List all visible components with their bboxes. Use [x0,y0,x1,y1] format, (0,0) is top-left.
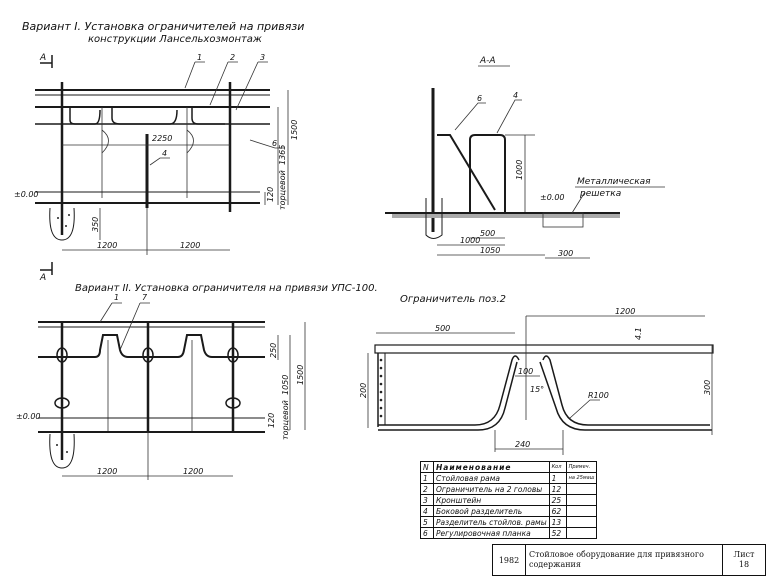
lim-dim-300: 300 [703,380,712,395]
grate-label-1: Металлическая [577,177,651,187]
row-qty: 25 [548,494,567,506]
row-n: 4 [420,505,434,517]
dim-end-label: торцевой [278,170,287,210]
lim-angle: 15° [530,385,544,394]
aa-level: ±0.00 [540,193,565,202]
row-qty: 52 [548,527,567,539]
title-block-title: Стойловое оборудование для привязного со… [526,545,723,575]
row-name: Разделитель стойлов. рамы [433,516,550,528]
dim-foundation: 350 [91,217,100,232]
sheet-label: Лист [733,550,755,559]
header-qty: Кол [548,461,567,473]
row-note [565,516,598,528]
dim-aa-height: 1000 [515,160,524,180]
dim-span-right: 1200 [180,241,200,250]
row-name: Ограничитель на 2 головы [433,483,550,495]
grate-label-2: решетка [579,189,621,199]
callout-1: 1 [197,53,202,62]
row-n: 1 [420,472,434,484]
lim-dim-gap: 100 [518,367,533,376]
header-note: Примеч. [565,461,598,473]
row-note [565,527,598,539]
v2-dim-end-label: торцевой [281,400,290,440]
lim-dim-200: 200 [359,383,368,398]
dim-width-top: 2250 [152,134,172,143]
row-n: 5 [420,516,434,528]
variant1-title-line2: конструкции Лансельхозмонтаж [88,34,262,45]
level-mark: ±0.00 [14,190,39,199]
row-n: 3 [420,494,434,506]
callout-3: 3 [260,53,265,62]
header-n: N [420,461,434,473]
v2-dim-height-end: 1050 [281,375,290,395]
table-header-row: N Наименование Кол Примеч. [420,461,598,473]
v2-dim-top-gap: 250 [269,343,278,358]
row-qty: 12 [548,483,567,495]
v2-dim-span-right: 1200 [183,467,203,476]
v2-level: ±0.00 [16,412,41,421]
row-name: Кронштейн [433,494,550,506]
aa-callout-6: 6 [477,94,482,103]
lim-radius: R100 [588,391,609,400]
dim-aa-1000: 1000 [460,236,480,245]
dim-bottom-gap: 120 [266,187,275,202]
v2-callout-7: 7 [142,293,148,302]
section-marker-top: А [39,53,46,63]
row-note [565,483,598,495]
variant2-view: 1 7 1200 1200 250 1050 торцевой 1500 120… [16,293,306,480]
limiter-view: 500 1200 4.1 200 300 100 15° R100 240 [359,307,714,455]
sheet-number: 18 [738,560,750,569]
lim-dim-small: 4.1 [634,327,643,340]
row-name: Регулировочная планка [433,527,550,539]
limiter-title: Ограничитель поз.2 [400,294,506,305]
title-block: 1982 Стойловое оборудование для привязно… [492,544,766,576]
section-aa-title: А-А [479,56,496,66]
row-n: 2 [420,483,434,495]
v2-dim-height-total: 1500 [296,365,305,385]
dim-aa-1050: 1050 [480,246,500,255]
v2-callout-1: 1 [114,293,119,302]
dim-height-total: 1500 [290,120,299,140]
v2-dim-span-left: 1200 [97,467,117,476]
row-qty: 62 [548,505,567,517]
aa-callout-4: 4 [513,91,518,100]
row-qty: 1 [548,472,567,484]
row-name: Стойловая рама [433,472,550,484]
dim-height-end: 1365 [278,145,287,165]
variant1-view: А 1 2 3 4 6 2250 1200 1200 350 1500 [14,53,299,283]
variant2-title: Вариант II. Установка ограничителя на пр… [75,283,378,294]
row-note: на 25маш [565,472,598,484]
dim-span-left: 1200 [97,241,117,250]
v2-dim-bottom-gap: 120 [267,413,276,428]
row-n: 6 [420,527,434,539]
title-block-year: 1982 [493,545,526,575]
lim-dim-500: 500 [435,324,450,333]
row-name: Боковой разделитель [433,505,550,517]
title-block-sheet: Лист 18 [723,545,765,575]
lim-dim-240: 240 [515,440,530,449]
lim-dim-1200: 1200 [615,307,635,316]
header-name: Наименование [433,461,550,473]
callout-6: 6 [272,139,277,148]
section-marker-bottom: А [39,273,46,283]
callout-2: 2 [230,53,235,62]
variant1-title-line1: Вариант I. Установка ограничителей на пр… [22,20,304,33]
row-note [565,505,598,517]
row-qty: 13 [548,516,567,528]
callout-4: 4 [162,149,167,158]
section-aa-view: А-А 1000 6 4 ±0.00 Металлическая решетка… [385,56,665,259]
dim-aa-300: 300 [558,249,573,258]
row-note [565,494,598,506]
dim-aa-500: 500 [480,229,495,238]
